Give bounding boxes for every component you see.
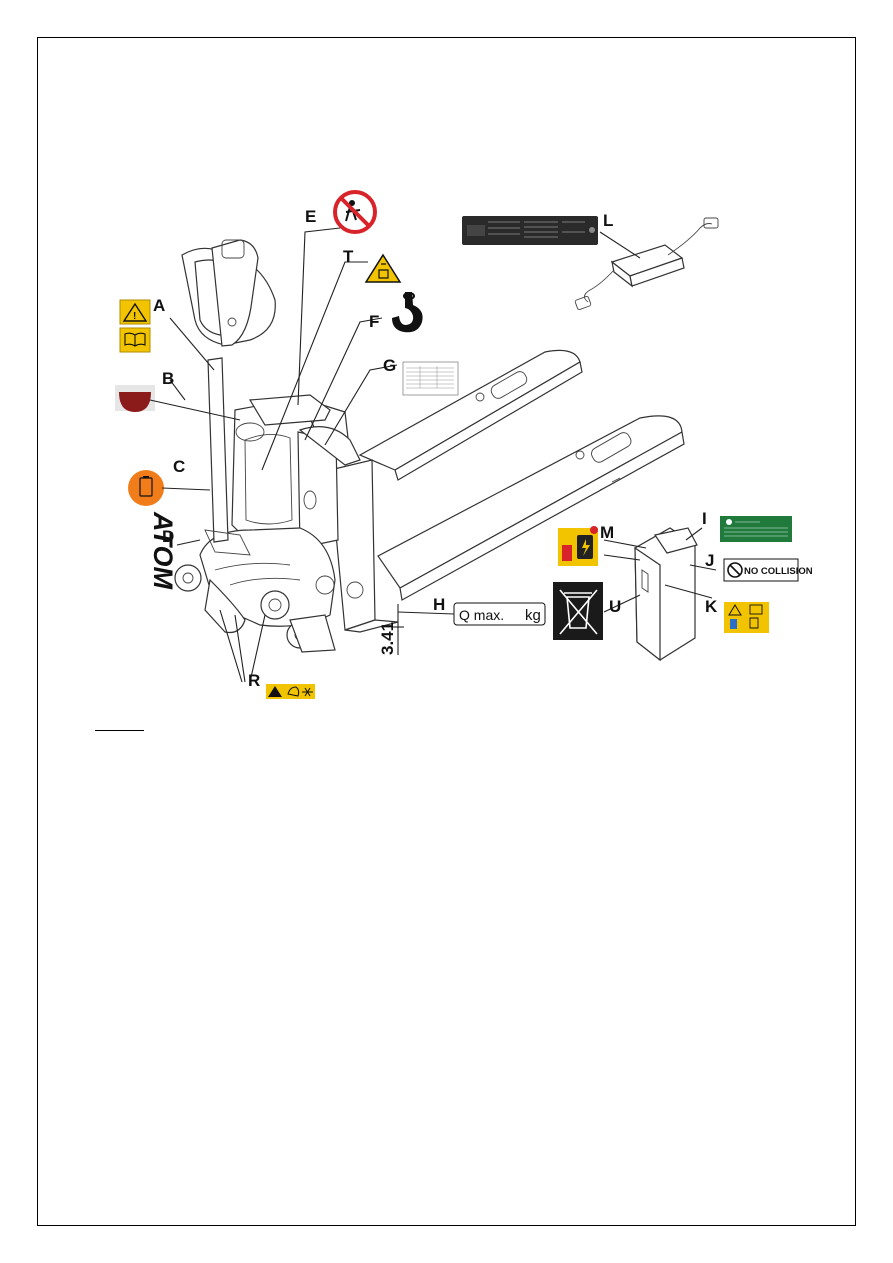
label-d-atom-logo: ATOM	[130, 511, 178, 602]
callout-b: B	[162, 369, 174, 388]
callout-l: L	[603, 211, 613, 230]
battery-pack	[634, 527, 698, 662]
callout-m: M	[600, 523, 614, 542]
no-riding-icon	[339, 196, 371, 228]
callout-k: K	[705, 597, 718, 616]
label-a-warning-manual: !	[119, 299, 151, 353]
warning-triangle-icon	[122, 302, 148, 322]
callout-u: U	[609, 597, 621, 616]
label-t-crush-hazard	[364, 253, 402, 283]
leader-lines	[149, 227, 717, 683]
callout-h: H	[433, 595, 445, 614]
label-c-battery-indicator	[128, 470, 164, 506]
no-collision-text: NO COLLISION	[744, 566, 813, 577]
atom-logo-text: ATOM	[148, 511, 178, 590]
label-l-charger-plate	[462, 216, 598, 245]
callout-f: F	[369, 312, 379, 331]
crossed-bin-icon	[566, 596, 590, 629]
dimension-3-41: 3.41	[378, 622, 397, 655]
kg-text: kg	[525, 607, 541, 624]
callout-a: A	[153, 296, 165, 315]
label-m-charging	[558, 526, 598, 566]
callout-g: G	[383, 356, 396, 375]
pallet-truck-body	[174, 239, 399, 653]
battery-charger	[574, 217, 719, 310]
label-h-capacity: Q max. kg	[453, 602, 546, 626]
callout-d: D	[162, 527, 174, 546]
callout-t: T	[343, 247, 354, 266]
pallet-truck-forks	[358, 349, 685, 601]
legend-underline	[95, 730, 144, 731]
label-u-weee	[553, 582, 603, 640]
label-r-hazard-strip	[266, 684, 315, 699]
crush-hazard-icon	[364, 253, 402, 283]
label-f-lifting-hook	[392, 292, 423, 333]
callout-r: R	[248, 671, 260, 690]
lifting-hook-icon	[392, 292, 423, 333]
page-border	[37, 37, 856, 1226]
label-b-emergency-button	[115, 385, 155, 412]
svg-text:!: !	[133, 311, 136, 322]
label-k-battery-warnings	[724, 602, 769, 633]
label-g-nameplate	[402, 361, 459, 396]
callout-letters: A B C D E F G H I J K L M R T U 3.41	[153, 207, 718, 690]
callout-c: C	[173, 457, 185, 476]
label-j-no-collision: NO COLLISION	[723, 558, 813, 582]
label-e-no-riding	[333, 190, 377, 234]
manual-book-icon	[124, 332, 146, 347]
label-i-battery-plate	[720, 516, 792, 542]
callout-j: J	[705, 551, 714, 570]
callout-e: E	[305, 207, 316, 226]
q-max-text: Q max.	[459, 607, 504, 623]
callout-i: I	[702, 509, 707, 528]
